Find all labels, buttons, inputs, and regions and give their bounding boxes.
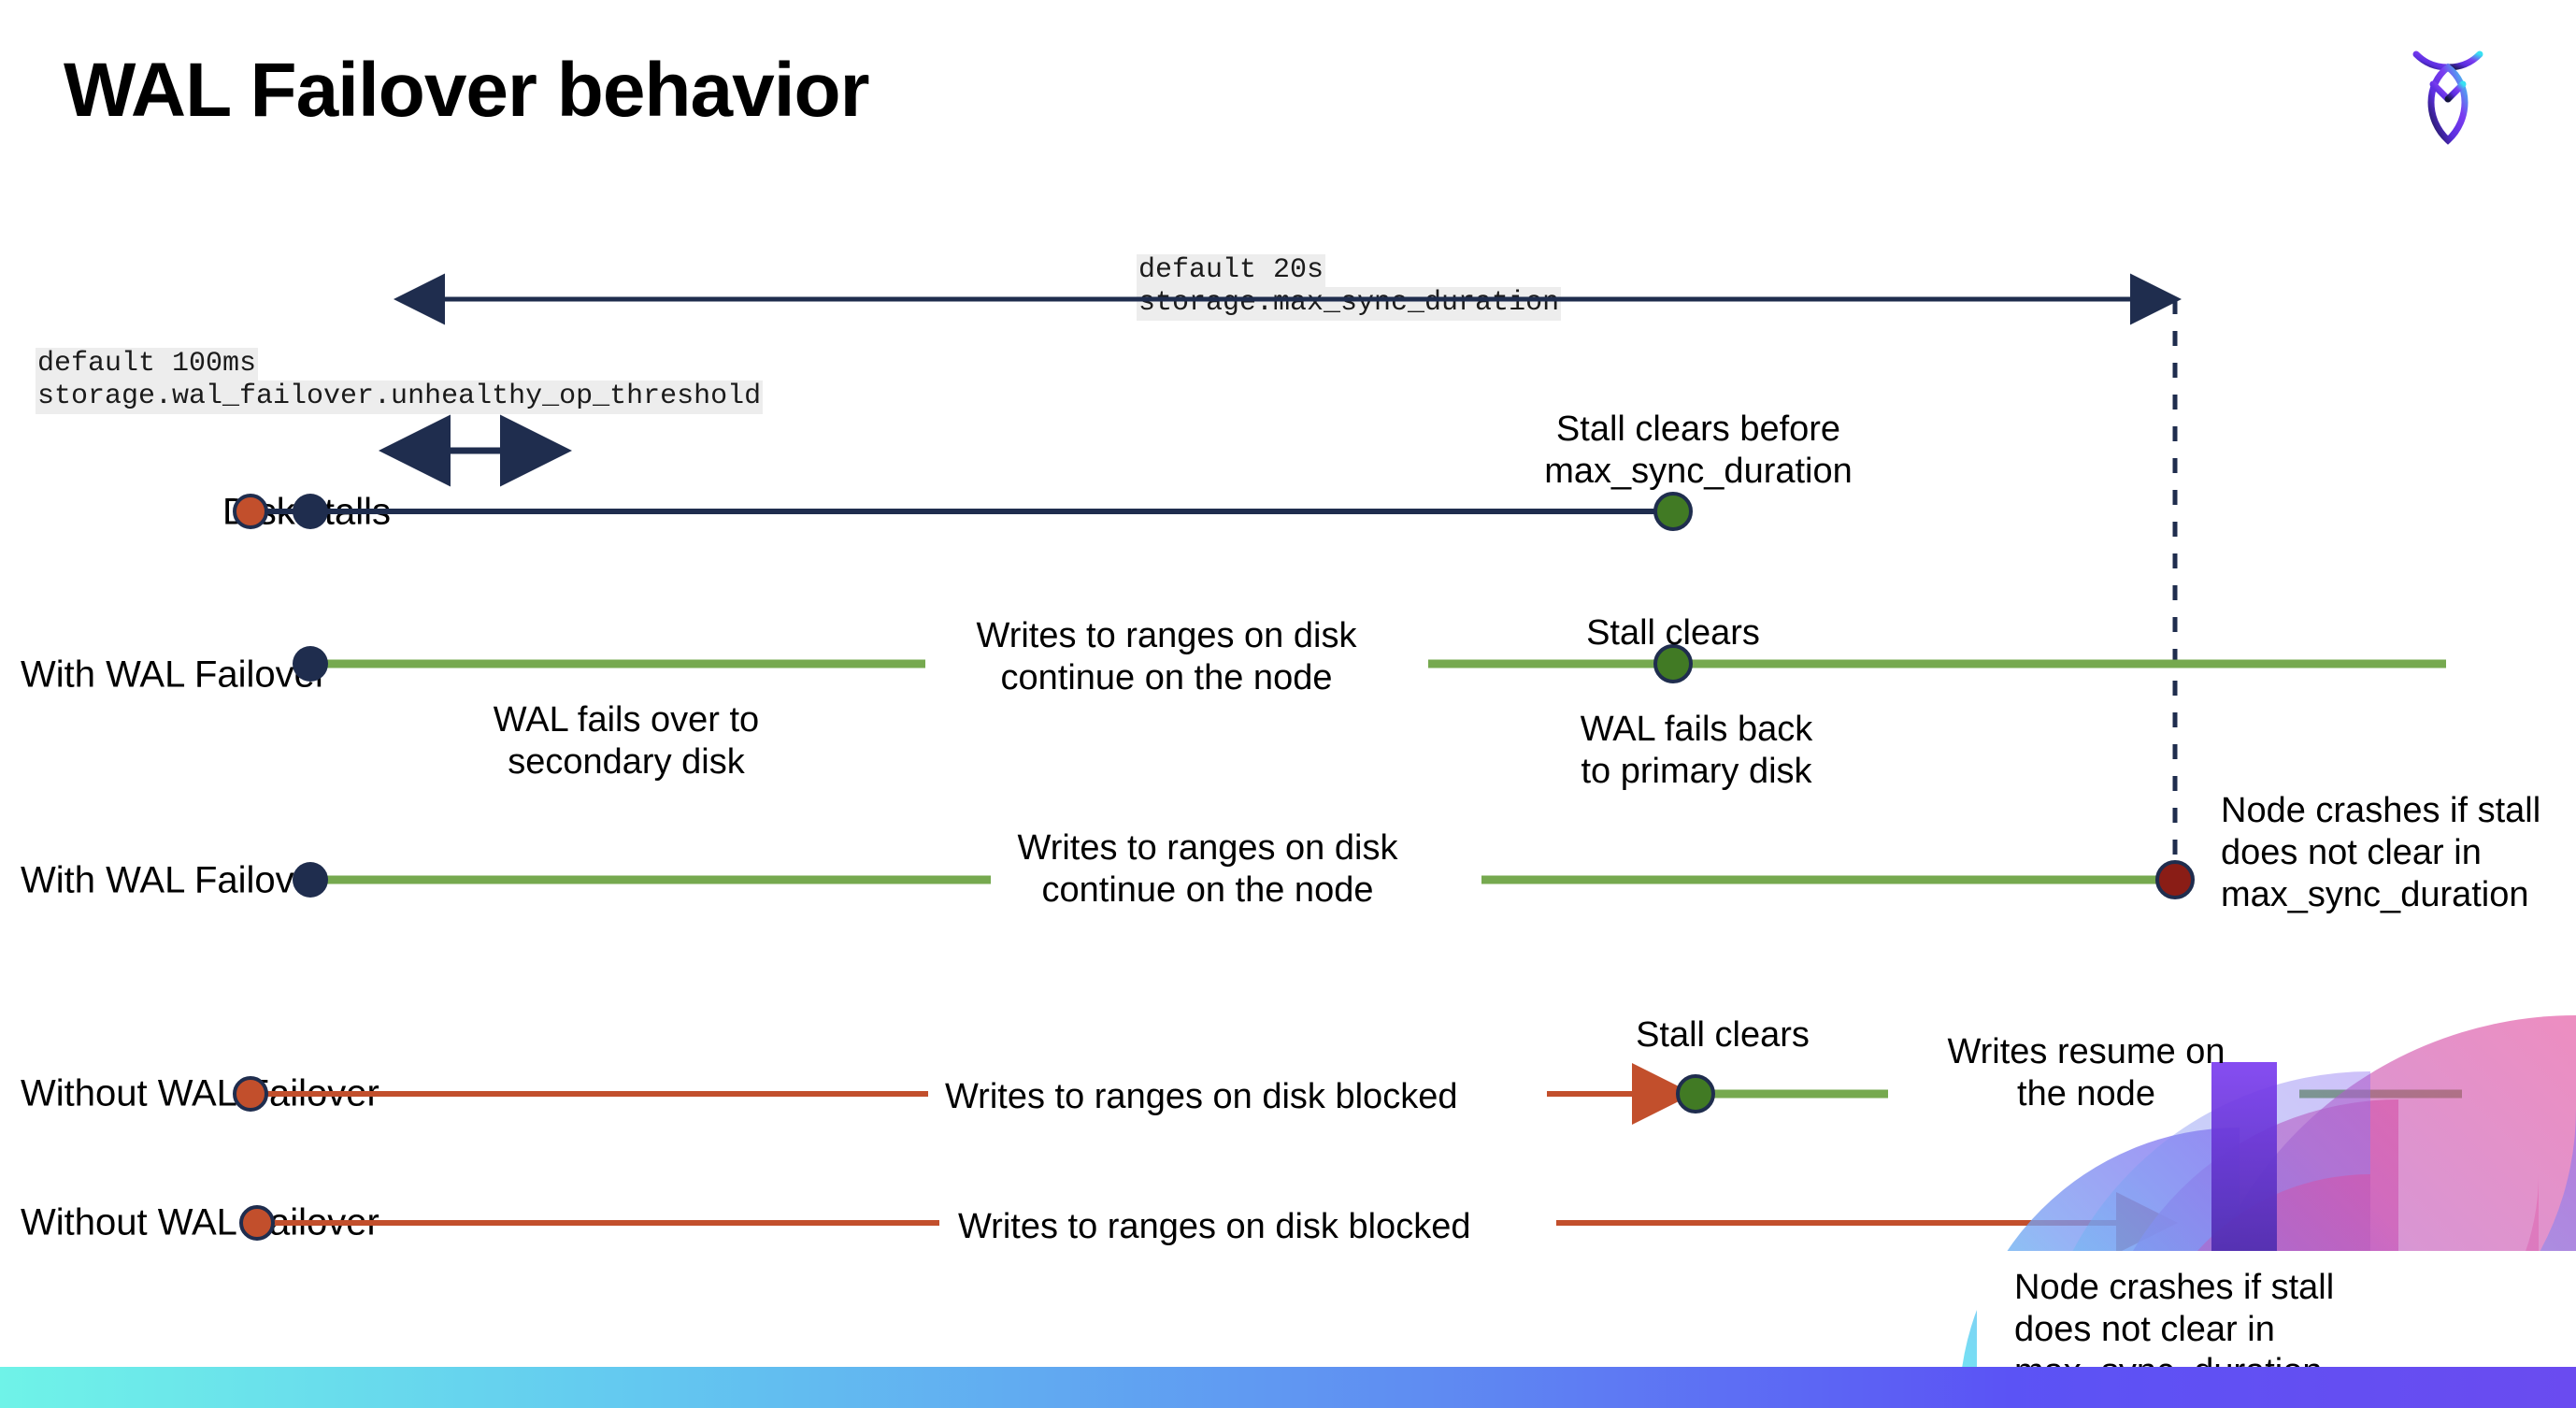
callout-wal-fails-back: WAL fails back to primary disk [1580, 710, 1813, 791]
cockroach-labs-logo [2388, 36, 2508, 155]
marker-wal-failover-dot-1 [293, 646, 328, 682]
callout-writes-blocked-1: Writes to ranges on disk blocked [945, 1077, 1458, 1116]
marker-wal-failover-dot-2 [293, 862, 328, 898]
row-label-with-wal-failover-2: With WAL Failover [21, 859, 328, 901]
bottom-gradient-bar [0, 1367, 2576, 1408]
callout-writes-continue-1: Writes to ranges on disk continue on the… [976, 616, 1357, 697]
marker-stall-start-dot [233, 494, 268, 529]
marker-node-crash-dot-1 [2155, 860, 2195, 899]
annotation-unhealthy-default: default 100ms [36, 348, 259, 381]
callout-wal-fails-over: WAL fails over to secondary disk [493, 700, 760, 782]
marker-stall-clears-dot-3 [1676, 1074, 1715, 1113]
marker-stall-clears-dot-2 [1653, 644, 1693, 683]
row-disk-stalls-timeline [233, 492, 1693, 531]
page-title: WAL Failover behavior [64, 48, 870, 133]
annotation-unhealthy-setting: storage.wal_failover.unhealthy_op_thresh… [36, 381, 764, 414]
callout-writes-blocked-2: Writes to ranges on disk blocked [958, 1207, 1471, 1246]
callout-node-crashes-1: Node crashes if stall does not clear in … [2221, 791, 2541, 914]
row-with-wal-failover-2-timeline [293, 860, 2195, 899]
crash-note-card-background [1977, 1251, 2576, 1372]
marker-stall-start-dot-2 [233, 1076, 268, 1112]
callout-writes-resume: Writes resume on the node [1947, 1032, 2225, 1113]
annotation-unhealthy-op-threshold: default 100ms storage.wal_failover.unhea… [36, 348, 764, 414]
row-with-wal-failover-1-timeline [293, 644, 2446, 683]
callout-stall-clears-2: Stall clears [1636, 1015, 1810, 1055]
row-label-with-wal-failover-1: With WAL Failover [21, 654, 328, 696]
callout-writes-continue-2: Writes to ranges on disk continue on the… [1017, 828, 1398, 910]
callout-stall-clears-1: Stall clears [1586, 613, 1760, 653]
callout-stall-clears-before-max-sync: Stall clears before max_sync_duration [1544, 409, 1853, 491]
marker-failover-trigger-dot [293, 494, 328, 529]
marker-stall-start-dot-3 [239, 1205, 275, 1241]
marker-stall-clears-dot [1653, 492, 1693, 531]
